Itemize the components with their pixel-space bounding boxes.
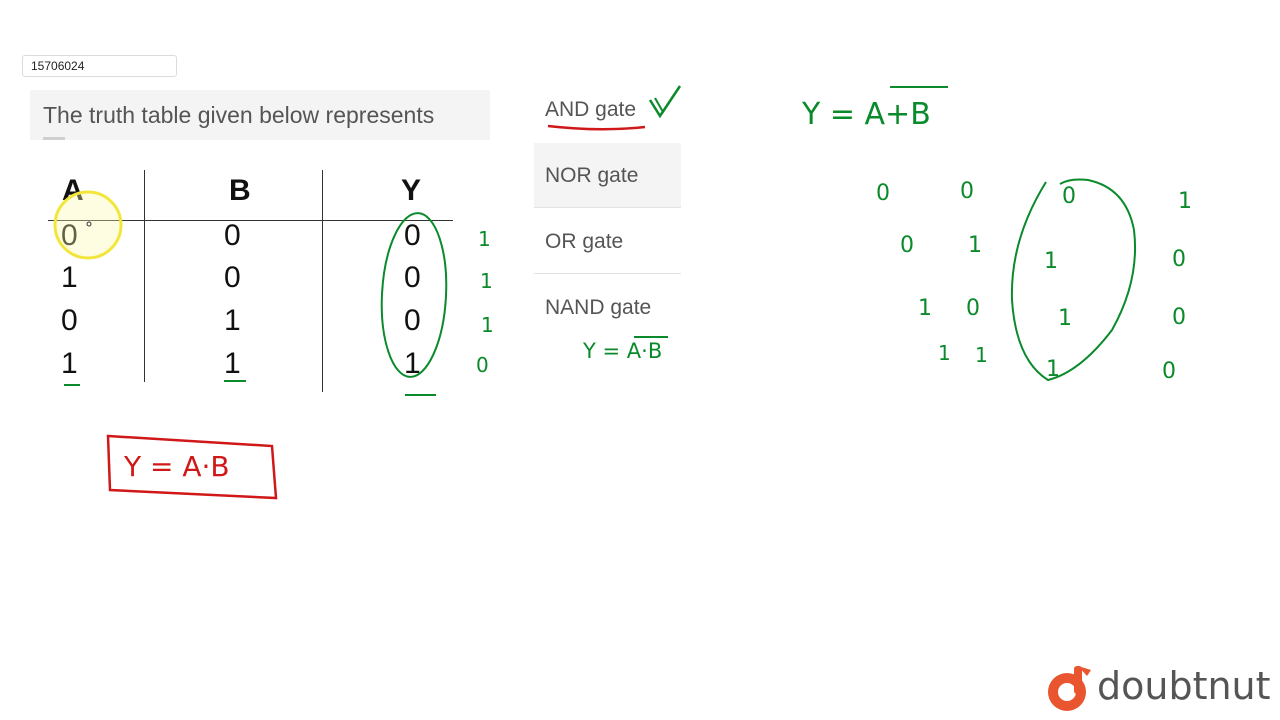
- brand-name: doubtnut: [1097, 664, 1271, 708]
- nor-r4-b: 1: [975, 343, 988, 367]
- cell-r2-a: 1: [61, 261, 78, 294]
- cell-r3-y: 0: [404, 304, 421, 337]
- header-b: B: [229, 174, 251, 207]
- cell-r2-y: 0: [404, 261, 421, 294]
- cell-r1-y: 0: [404, 219, 421, 252]
- cell-r2-b: 0: [224, 261, 241, 294]
- nand-expression: Y = A·B: [582, 339, 662, 363]
- option-or-gate[interactable]: OR gate: [534, 209, 681, 274]
- cell-r3-b: 1: [224, 304, 241, 337]
- header-divider: [48, 220, 453, 221]
- header-y: Y: [401, 174, 422, 207]
- nor-r4-or: 1: [1046, 357, 1060, 382]
- nor-r2-or: 1: [1044, 249, 1058, 274]
- nor-r2-a: 0: [900, 233, 914, 258]
- boxed-expression-frame: [106, 434, 278, 500]
- nand-out-1: 1: [478, 227, 491, 251]
- nor-r3-a: 1: [918, 296, 932, 321]
- nand-out-3: 1: [481, 313, 494, 337]
- nor-r2-y: 0: [1172, 247, 1186, 272]
- nor-r1-b: 0: [960, 179, 974, 204]
- question-id: 15706024: [22, 55, 177, 77]
- cell-r1-a: 0: [61, 219, 78, 252]
- nor-r4-y: 0: [1162, 359, 1176, 384]
- nor-r4-a: 1: [938, 341, 951, 365]
- cell-r1-b: 0: [224, 219, 241, 252]
- option-nor-gate[interactable]: NOR gate: [534, 143, 681, 208]
- nand-out-4: 0: [476, 353, 489, 377]
- brand-logo: doubtnut: [1045, 660, 1275, 716]
- cursor-dot: [86, 221, 92, 227]
- cell-r4-y: 1: [404, 347, 421, 380]
- question-text: The truth table given below represents: [30, 90, 490, 140]
- nor-r3-b: 0: [966, 296, 980, 321]
- or-column-loop: [1010, 178, 1137, 382]
- option-and-gate[interactable]: AND gate: [545, 98, 637, 121]
- nand-out-2: 1: [480, 269, 493, 293]
- cell-r4-b: 1: [224, 347, 241, 380]
- doubtnut-logo-icon: [1048, 666, 1091, 711]
- nor-r3-or: 1: [1058, 306, 1072, 331]
- header-a: A: [62, 174, 84, 207]
- boxed-expression: Y = A·B: [123, 450, 230, 483]
- nor-r3-y: 0: [1172, 305, 1186, 330]
- nor-r1-y: 1: [1178, 189, 1192, 214]
- nor-r1-or: 0: [1062, 184, 1076, 209]
- column-divider-1: [144, 170, 145, 382]
- nor-r1-a: 0: [876, 181, 890, 206]
- option-nand-gate[interactable]: NAND gate: [545, 296, 652, 319]
- nor-r2-b: 1: [968, 233, 982, 258]
- cell-r3-a: 0: [61, 304, 78, 337]
- cell-r4-a: 1: [61, 347, 78, 380]
- question-overflow-mark: [43, 137, 65, 140]
- column-divider-2: [322, 170, 323, 392]
- nor-expression: Y = A+B: [801, 97, 931, 132]
